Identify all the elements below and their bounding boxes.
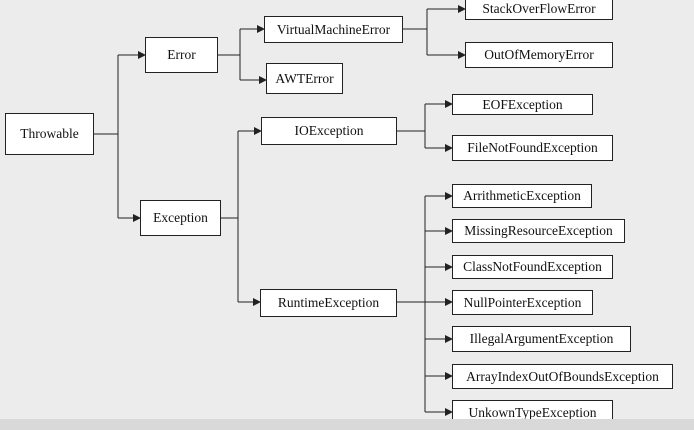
node-class-not-found-exception: ClassNotFoundException (452, 255, 613, 279)
node-eof-exception: EOFException (452, 94, 593, 115)
node-runtime-exception: RuntimeException (260, 289, 397, 317)
node-throwable: Throwable (5, 113, 94, 155)
bottom-edge-shadow (0, 419, 694, 430)
node-exception: Exception (140, 200, 221, 236)
node-awt-error: AWTError (266, 63, 343, 94)
node-arithmetic-exception: ArrithmeticException (452, 184, 592, 208)
node-file-not-found-exception: FileNotFoundException (452, 135, 613, 161)
node-out-of-memory-error: OutOfMemoryError (465, 42, 613, 68)
node-virtual-machine-error: VirtualMachineError (264, 16, 403, 43)
node-stack-overflow-error: StackOverFlowError (465, 0, 613, 20)
node-io-exception: IOException (261, 117, 397, 145)
node-illegal-argument-exception: IllegalArgumentException (452, 326, 631, 352)
node-error: Error (145, 37, 218, 73)
node-array-index-out-of-bounds-exception: ArrayIndexOutOfBoundsException (452, 364, 673, 389)
node-missing-resource-exception: MissingResourceException (452, 219, 625, 243)
node-null-pointer-exception: NullPointerException (452, 290, 593, 315)
